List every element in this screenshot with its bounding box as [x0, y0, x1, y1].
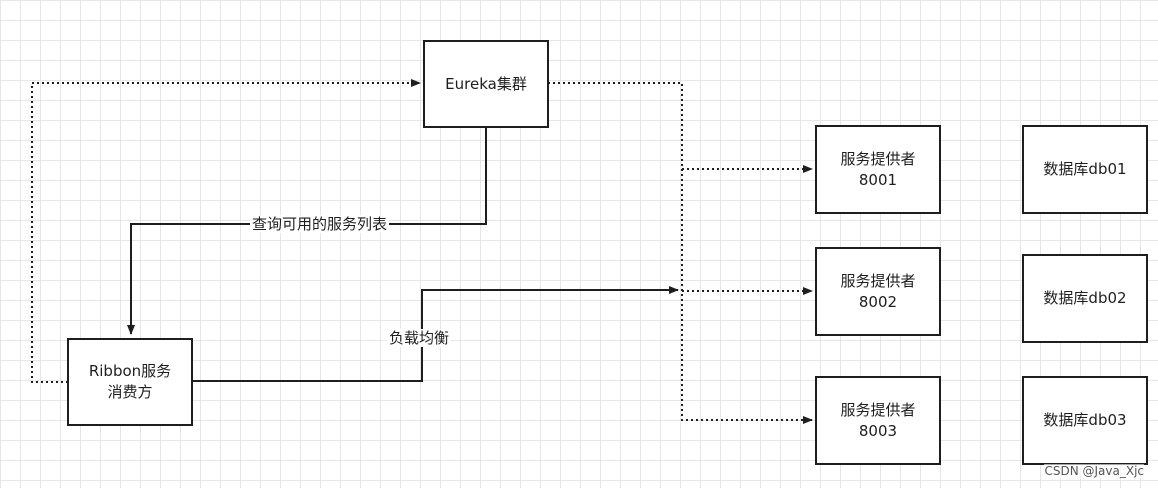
provider-8002-node: 服务提供者 8002 — [815, 247, 941, 336]
eureka-to-providers-edge — [548, 82, 813, 424]
ribbon-consumer-node: Ribbon服务 消费方 — [67, 338, 193, 426]
watermark: CSDN @Java_Xjc — [1044, 464, 1144, 478]
provider-8003-node: 服务提供者 8003 — [815, 376, 941, 465]
provider-8001-node: 服务提供者 8001 — [815, 125, 941, 214]
consumer-to-eureka-edge — [31, 79, 421, 383]
eureka-cluster-node: Eureka集群 — [423, 40, 549, 128]
database-db01-node: 数据库db01 — [1022, 125, 1148, 214]
database-db02-node: 数据库db02 — [1022, 254, 1148, 343]
load-balance-label: 负载均衡 — [387, 329, 452, 347]
database-db03-node: 数据库db03 — [1022, 376, 1148, 465]
query-service-list-label: 查询可用的服务列表 — [250, 215, 390, 233]
